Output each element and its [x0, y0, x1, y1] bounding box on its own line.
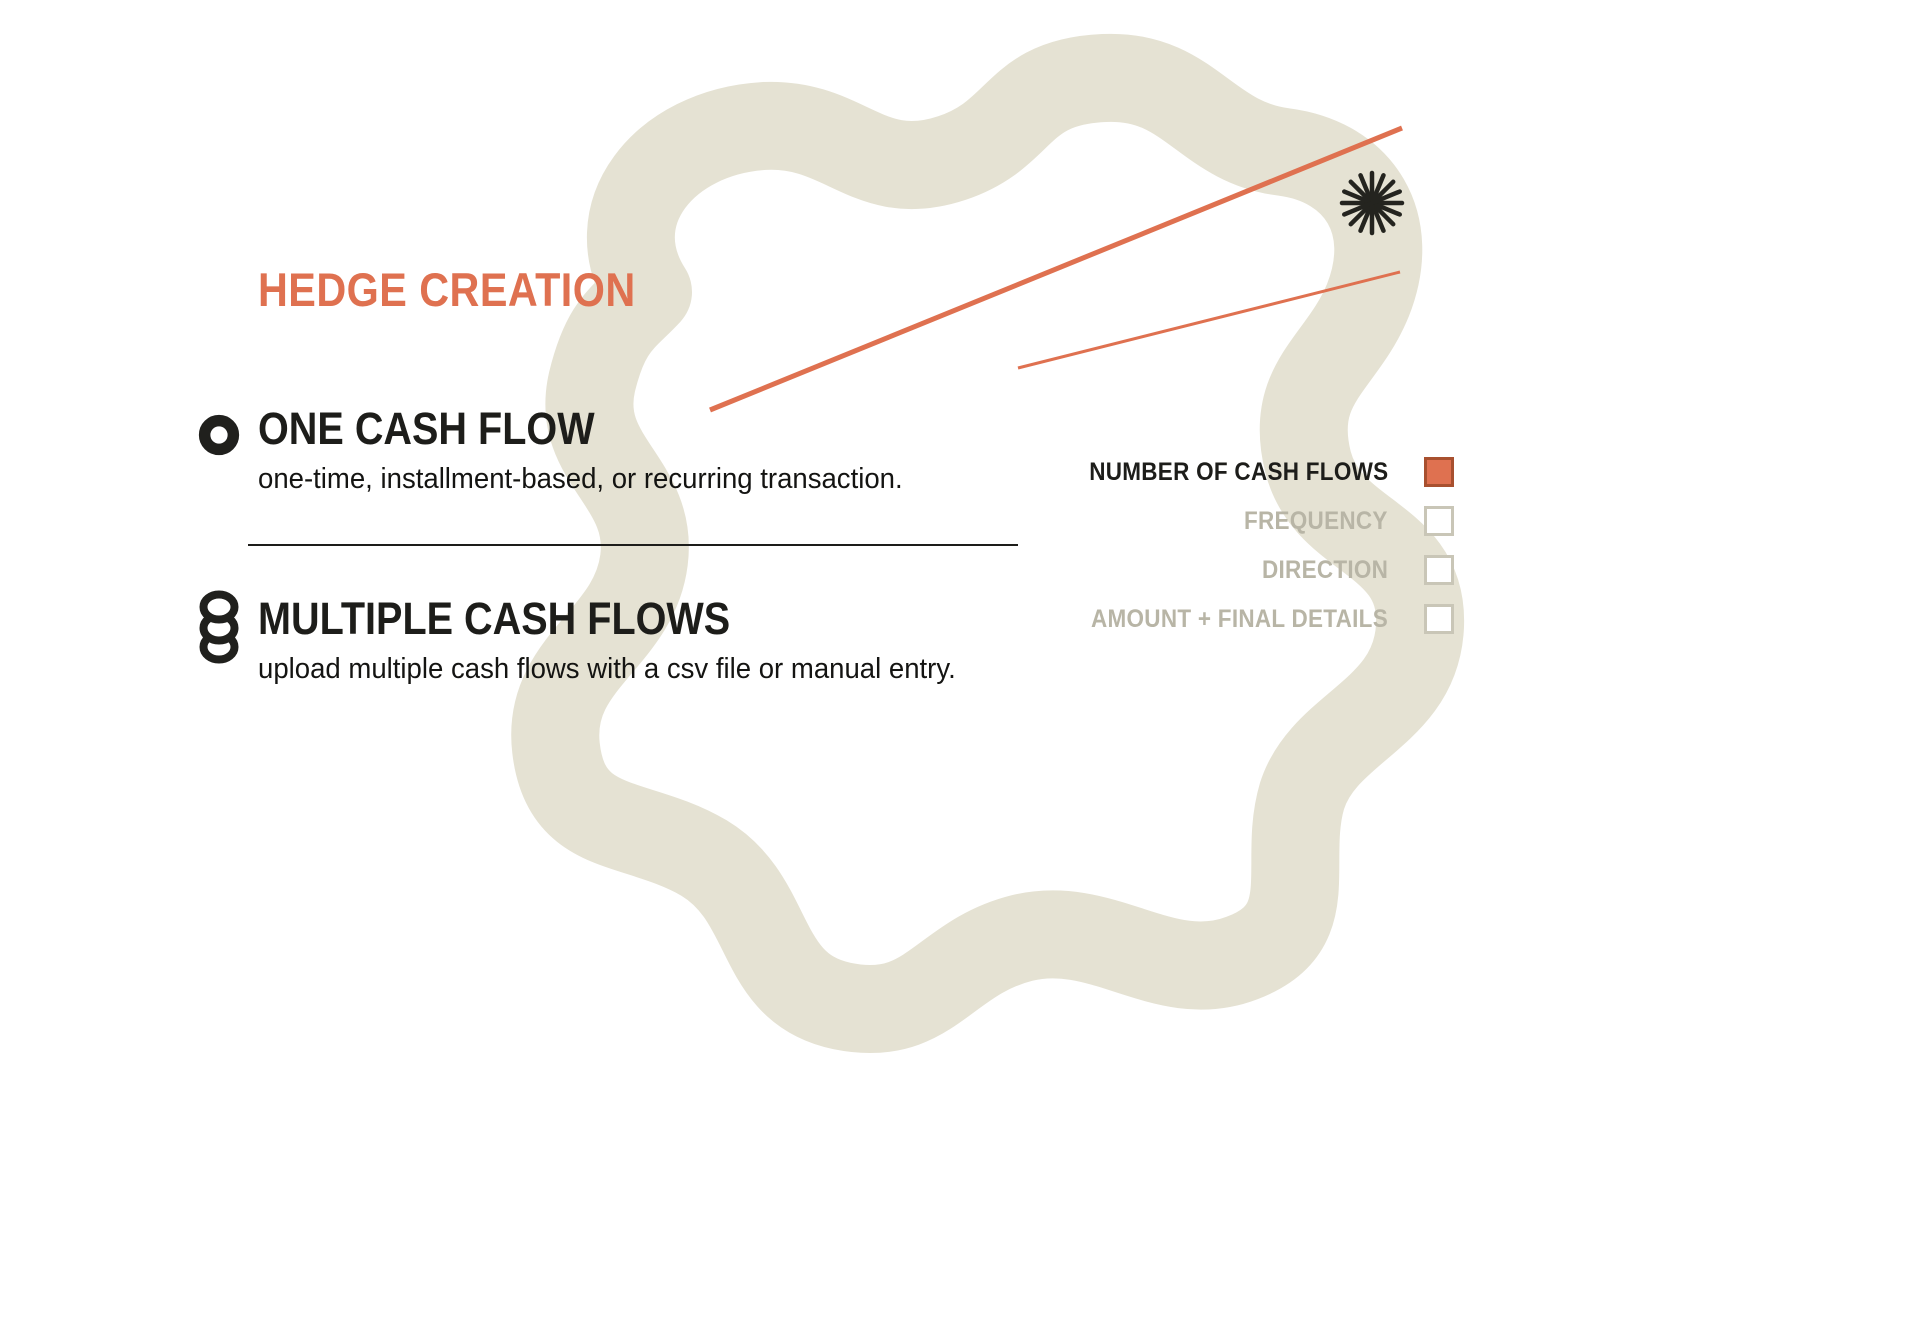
- options-divider: [248, 544, 1018, 546]
- option-one-text: ONE CASH FLOW one-time, installment-base…: [258, 406, 937, 496]
- step-amount-final-details: AMOUNT + FINAL DETAILS: [1056, 604, 1454, 634]
- coin-stack-icon: [196, 590, 242, 686]
- page-title: HEDGE CREATION: [258, 266, 687, 313]
- orange-diagonal-line-thin: [1017, 270, 1401, 370]
- step-label-frequency: FREQUENCY: [1228, 506, 1388, 536]
- single-cash-flow-ring-icon: [196, 406, 242, 496]
- option-multiple-cash-flows[interactable]: MULTIPLE CASH FLOWS upload multiple cash…: [196, 590, 992, 686]
- step-frequency: FREQUENCY: [1056, 506, 1454, 536]
- option-multiple-description: upload multiple cash flows with a csv fi…: [258, 653, 992, 686]
- step-label-text: DIRECTION: [1261, 556, 1388, 584]
- page-title-text: HEDGE CREATION: [258, 263, 636, 316]
- step-label-text: FREQUENCY: [1244, 507, 1388, 535]
- option-one-cash-flow[interactable]: ONE CASH FLOW one-time, installment-base…: [196, 406, 937, 496]
- option-multiple-description-text: upload multiple cash flows with a csv fi…: [258, 653, 956, 685]
- step-label-amount-final-details: AMOUNT + FINAL DETAILS: [1058, 604, 1388, 634]
- option-multiple-title-text: MULTIPLE CASH FLOWS: [258, 593, 731, 644]
- step-direction: DIRECTION: [1056, 555, 1454, 585]
- step-label-text: AMOUNT + FINAL DETAILS: [1091, 605, 1388, 633]
- option-one-description: one-time, installment-based, or recurrin…: [258, 463, 937, 496]
- starburst-icon: [1339, 170, 1405, 236]
- step-checkbox-amount-final-details: [1424, 604, 1454, 634]
- step-label-direction: DIRECTION: [1248, 555, 1388, 585]
- option-one-title: ONE CASH FLOW: [258, 406, 937, 451]
- option-one-title-text: ONE CASH FLOW: [258, 403, 595, 454]
- step-number-of-cash-flows: NUMBER OF CASH FLOWS: [1056, 457, 1454, 487]
- step-checkbox-number-of-cash-flows: [1424, 457, 1454, 487]
- blob-squiggle: [511, 33, 1465, 1054]
- progress-steps: NUMBER OF CASH FLOWS FREQUENCY DIRECTION…: [1056, 457, 1454, 653]
- step-checkbox-frequency: [1424, 506, 1454, 536]
- option-multiple-text: MULTIPLE CASH FLOWS upload multiple cash…: [258, 596, 992, 686]
- option-multiple-title: MULTIPLE CASH FLOWS: [258, 596, 992, 641]
- step-label-text: NUMBER OF CASH FLOWS: [1088, 458, 1388, 486]
- orange-diagonal-line-thick: [709, 125, 1403, 413]
- step-label-number-of-cash-flows: NUMBER OF CASH FLOWS: [1056, 457, 1388, 487]
- option-one-description-text: one-time, installment-based, or recurrin…: [258, 463, 903, 495]
- step-checkbox-direction: [1424, 555, 1454, 585]
